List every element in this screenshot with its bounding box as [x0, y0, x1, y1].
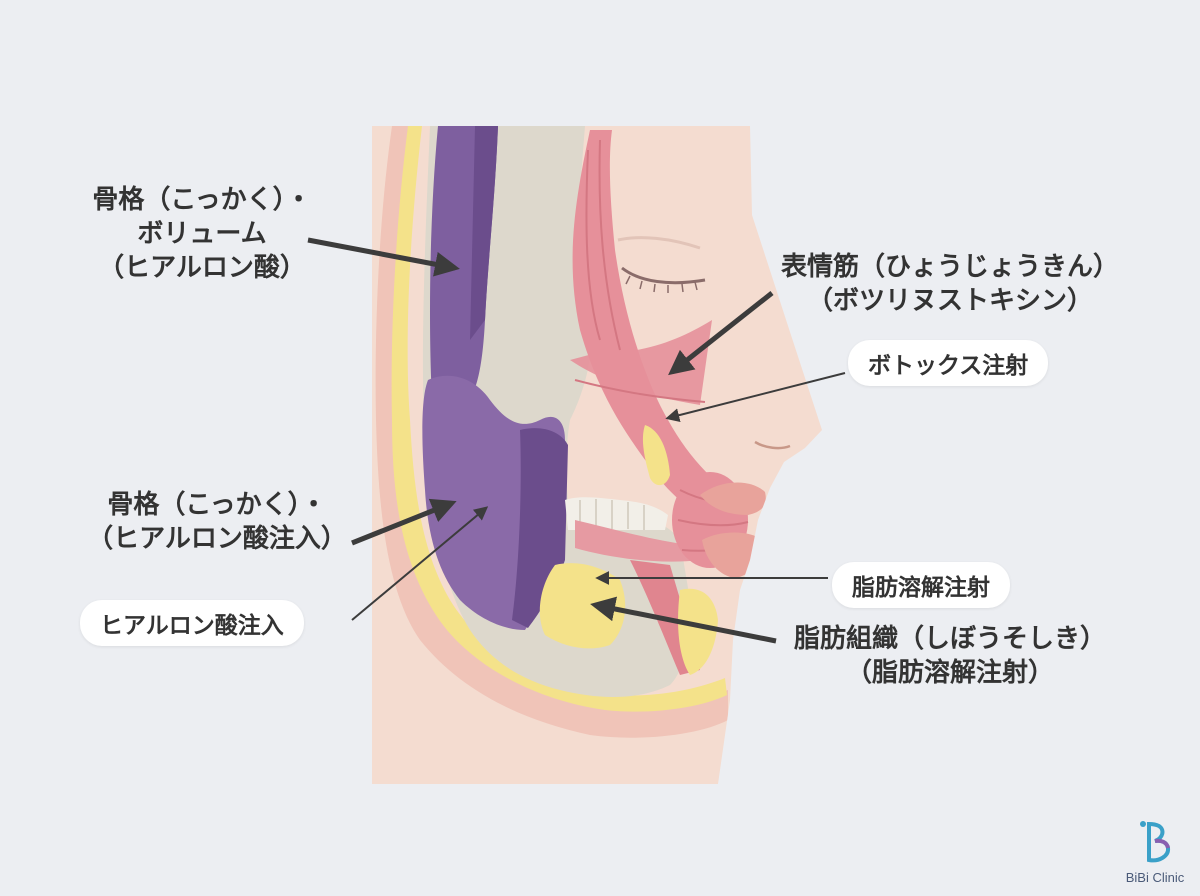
bone-volume-shadow: [470, 126, 498, 340]
clinic-logo-text: BiBi Clinic: [1125, 870, 1185, 885]
cheek-fat-pad: [642, 425, 670, 486]
label-skeleton-injection-line1: 骨格（こっかく）・: [107, 490, 327, 520]
arrow-skeleton-injection: [351, 498, 457, 546]
arrow-mimetic-muscle: [668, 291, 774, 376]
pill-botox: ボトックス注射: [848, 340, 1049, 386]
label-mimetic-muscle-line1: 表情筋（ひょうじょうきん）: [780, 252, 1119, 282]
nostril: [754, 440, 791, 450]
label-fat-tissue-line1: 脂肪組織（しぼうそしき）: [793, 624, 1106, 654]
arrow-skeleton-volume: [307, 237, 460, 277]
label-skeleton-injection: 骨格（こっかく）・ （ヒアルロン酸注入）: [72, 488, 362, 556]
arrow-botox: [665, 372, 846, 423]
closed-eye: [617, 236, 706, 293]
label-mimetic-muscle-line2: （ボツリヌストキシン）: [806, 286, 1093, 316]
teeth: [565, 497, 668, 530]
pill-fat-dissolve: 脂肪溶解注射: [832, 562, 1010, 608]
clinic-logo-icon: [1140, 821, 1171, 863]
arrow-hyaluronic: [351, 506, 489, 621]
arrow-fat-tissue: [590, 596, 777, 644]
label-fat-tissue-line2: （脂肪溶解注射）: [845, 658, 1054, 688]
pill-hyaluronic: ヒアルロン酸注入: [80, 600, 304, 646]
label-fat-tissue: 脂肪組織（しぼうそしき） （脂肪溶解注射）: [770, 622, 1130, 690]
label-skeleton-injection-line2: （ヒアルロン酸注入）: [87, 524, 347, 554]
chin-fat-tissue: [539, 563, 626, 649]
lips: [700, 482, 766, 578]
chin-fat-tissue-front: [678, 588, 718, 675]
clinic-logo: BiBi Clinic: [1115, 818, 1195, 885]
label-skeleton-volume-line2: ボリューム: [137, 219, 267, 249]
label-mimetic-muscle: 表情筋（ひょうじょうきん） （ボツリヌストキシン）: [770, 250, 1130, 318]
pointer-arrows: [307, 237, 846, 644]
label-skeleton-volume-line3: （ヒアルロン酸）: [98, 253, 306, 283]
label-skeleton-volume: 骨格（こっかく）・ ボリューム （ヒアルロン酸）: [72, 183, 332, 285]
label-skeleton-volume-line1: 骨格（こっかく）・: [92, 185, 312, 215]
